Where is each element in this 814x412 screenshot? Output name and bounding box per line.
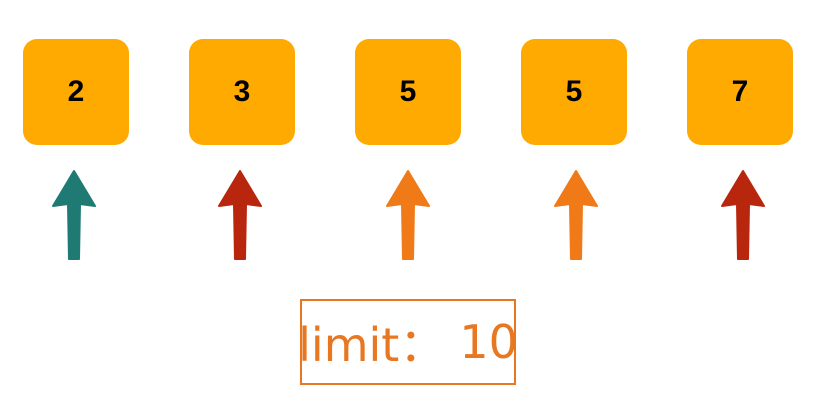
- array-box-0: 2: [23, 39, 129, 145]
- limit-value: 10: [459, 315, 518, 369]
- array-box-2: 5: [355, 39, 461, 145]
- pointer-arrow-icon-2: [386, 170, 430, 260]
- pointer-arrow-icon-3: [554, 170, 598, 260]
- array-box-3: 5: [521, 39, 627, 145]
- pointer-arrow-icon-1: [218, 170, 262, 260]
- array-box-1: 3: [189, 39, 295, 145]
- pointer-arrow-icon-4: [721, 170, 765, 260]
- pointer-arrow-icon-0: [52, 170, 96, 260]
- limit-label: limit：: [298, 318, 446, 372]
- limit-box: limit：10: [298, 299, 518, 385]
- array-box-4: 7: [687, 39, 793, 145]
